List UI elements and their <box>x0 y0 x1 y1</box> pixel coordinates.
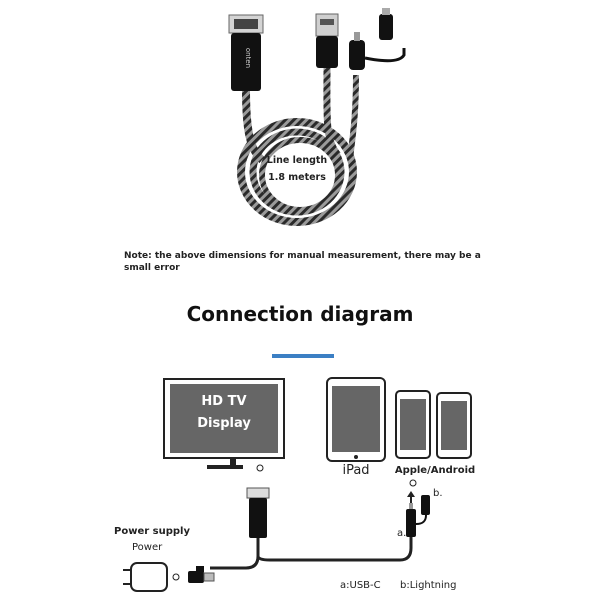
phone-icon-2 <box>436 392 472 459</box>
device-port-icon <box>409 479 417 487</box>
hdmi-connector-diagram <box>246 487 270 538</box>
line-length-title: Line length <box>266 155 328 166</box>
legend-lightning: b:Lightning <box>400 580 457 591</box>
usb-c-lightning-connector-diagram <box>406 495 430 537</box>
device-cable <box>256 537 413 562</box>
line-length-value: 1.8 meters <box>268 172 326 183</box>
tv-port-icon <box>256 464 264 472</box>
phone-icon-1 <box>395 390 431 459</box>
usb-a-connector-photo <box>315 13 339 68</box>
title-accent-bar <box>272 354 334 358</box>
line-length-label: Line length 1.8 meters <box>262 152 332 186</box>
power-port-icon <box>172 573 180 581</box>
measurement-note: Note: the above dimensions for manual me… <box>124 251 481 273</box>
diagram-title: Connection diagram <box>186 302 414 326</box>
phones-label: Apple/Android <box>394 465 476 476</box>
tv-label-line1: HD TV <box>201 394 247 409</box>
power-supply-title: Power supply <box>114 526 190 537</box>
connector-a-label: a. <box>397 528 407 539</box>
tv-label-line2: Display <box>197 416 251 431</box>
ipad-icon <box>326 377 386 462</box>
usb-plug-diagram <box>188 566 215 583</box>
connector-b-label: b. <box>433 488 443 499</box>
power-cable <box>210 538 260 570</box>
legend-usb-c: a:USB-C <box>340 580 381 591</box>
usb-c-lightning-connector-photo <box>349 8 406 70</box>
power-label: Power <box>132 542 163 553</box>
power-adapter-icon <box>123 562 168 592</box>
brand-text: onten <box>244 47 252 69</box>
cable-coil <box>237 118 357 226</box>
tv-icon <box>163 378 285 469</box>
hdmi-connector-photo <box>228 14 264 91</box>
ipad-label: iPad <box>342 463 370 478</box>
